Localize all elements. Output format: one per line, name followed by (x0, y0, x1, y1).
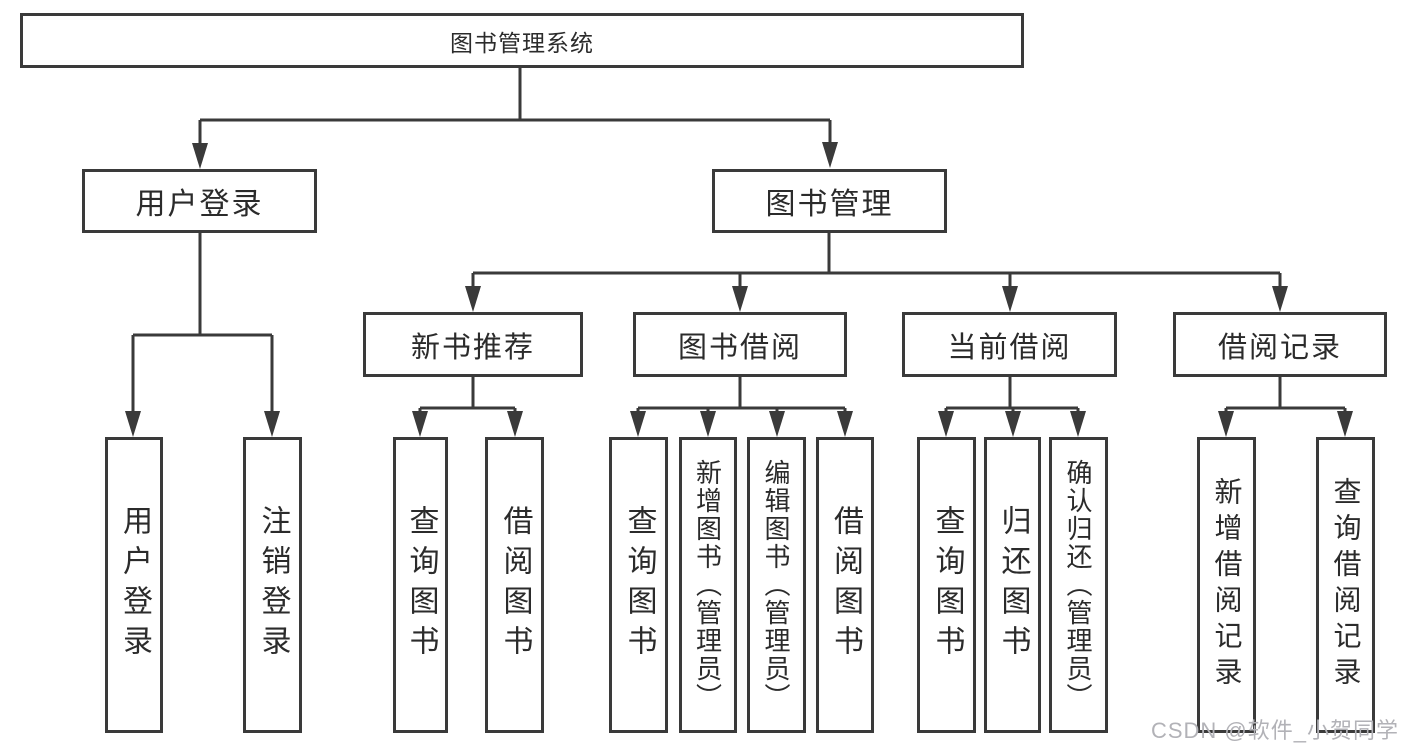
leaf-query-books-borrow: 查询图书 (609, 437, 668, 733)
leaf-edit-books-admin: 编辑图书（管理员） (747, 437, 806, 733)
connector-borrow-records-to-leaves (1224, 377, 1347, 418)
node-book-management: 图书管理 (712, 169, 947, 233)
connector-new-book-recommend-to-leaves (418, 377, 517, 418)
node-new-book-recommend: 新书推荐 (363, 312, 583, 377)
leaf-borrow-books: 借阅图书 (816, 437, 874, 733)
connector-root-to-level1 (198, 68, 832, 150)
leaf-confirm-return-admin: 确认归还（管理员） (1049, 437, 1108, 733)
leaf-query-books-recommend: 查询图书 (393, 437, 448, 733)
leaf-logout-login: 注销登录 (243, 437, 302, 733)
leaf-borrow-books-recommend: 借阅图书 (485, 437, 544, 733)
node-borrow-records: 借阅记录 (1173, 312, 1387, 377)
leaf-user-login: 用户登录 (105, 437, 163, 733)
leaf-return-books: 归还图书 (984, 437, 1041, 733)
leaf-query-books-current: 查询图书 (917, 437, 976, 733)
connector-user-login-to-leaves (131, 233, 274, 418)
connector-book-borrow-to-leaves (636, 377, 847, 418)
connector-book-management-to-level2 (471, 233, 1282, 292)
leaf-add-books-admin: 新增图书（管理员） (679, 437, 737, 733)
leaf-query-borrow-record: 查询借阅记录 (1316, 437, 1375, 733)
node-root-library-management-system: 图书管理系统 (20, 13, 1024, 68)
node-current-borrow: 当前借阅 (902, 312, 1117, 377)
leaf-add-borrow-record: 新增借阅记录 (1197, 437, 1256, 733)
node-user-login: 用户登录 (82, 169, 317, 233)
arrowheads (125, 142, 1353, 437)
node-book-borrow: 图书借阅 (633, 312, 847, 377)
